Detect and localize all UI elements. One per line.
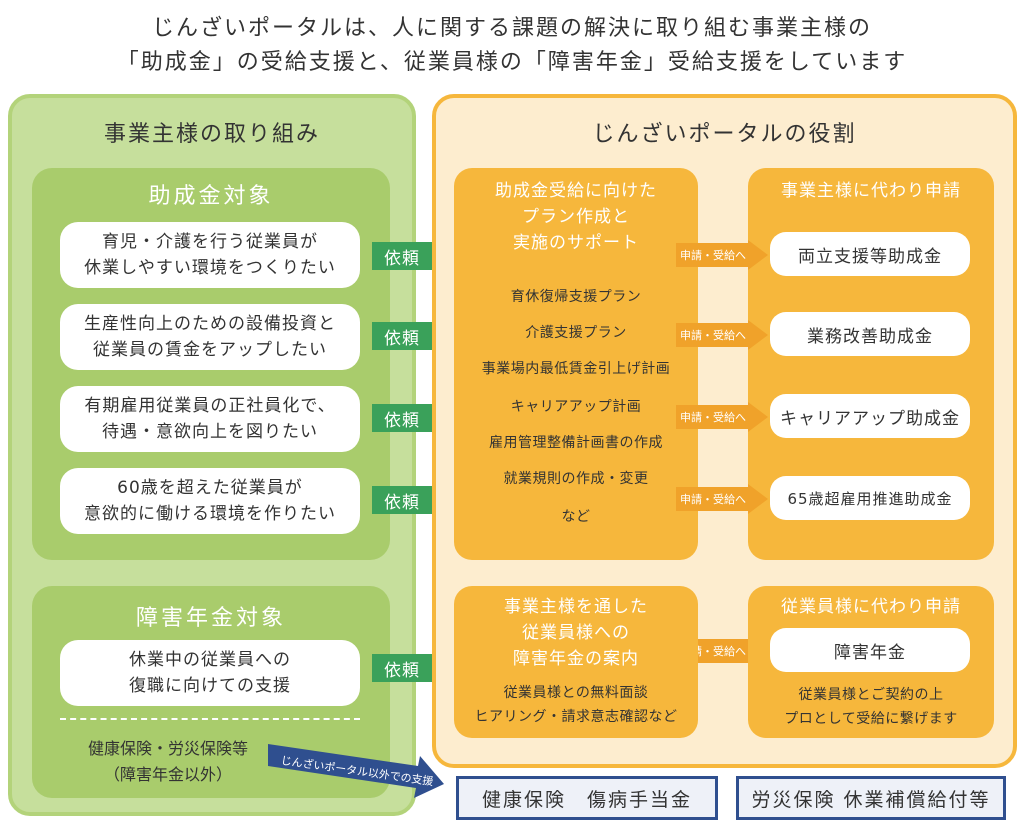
pension-item-return-to-work: 休業中の従業員への 復職に向けての支援 (60, 640, 360, 706)
employee-apply-sub: 従業員様とご契約の上 (798, 687, 944, 703)
request-label: 依頼 (384, 411, 420, 431)
apply-label: 申請・受給へ (680, 329, 746, 342)
item-line: 待遇・意欲向上を図りたい (102, 422, 318, 442)
plan-support-block: 助成金受給に向けた プラン作成と 実施のサポート 育休復帰支援プラン 介護支援プ… (454, 168, 698, 560)
plan-item: 介護支援プラン (525, 325, 627, 341)
labor-insurance-box: 労災保険 休業補償給付等 (736, 776, 1006, 820)
arrow-right-icon (676, 402, 768, 432)
apply-label: 申請・受給へ (680, 493, 746, 506)
item-line: 有期雇用従業員の正社員化で、 (84, 396, 336, 416)
plan-title-line: 実施のサポート (513, 233, 639, 253)
dashed-divider (60, 718, 360, 722)
plan-item: など (561, 509, 591, 525)
employer-efforts-title: 事業主様の取り組み (103, 122, 320, 147)
arrow-right-icon (676, 636, 768, 666)
request-label: 依頼 (384, 329, 420, 349)
arrow-right-icon (676, 320, 768, 350)
grant-career-up: キャリアアップ助成金 (770, 394, 970, 438)
item-line: 生産性向上のための設備投資と (84, 314, 336, 334)
subsidy-item-over-60: 60歳を超えた従業員が 意欲的に働ける環境を作りたい (60, 468, 360, 534)
item-line: 従業員の賃金をアップしたい (93, 340, 327, 360)
plan-item: 就業規則の作成・変更 (503, 471, 649, 487)
request-label: 依頼 (384, 249, 420, 269)
pension-guide-sub: 従業員様との無料面談 (503, 685, 649, 701)
apply-label: 申請・受給へ (680, 411, 746, 424)
arrow-right-icon (676, 240, 768, 270)
plan-item: 育休復帰支援プラン (510, 289, 642, 305)
pension-guide-title-line: 事業主様を通した (504, 597, 648, 617)
apply-arrow: 申請・受給へ (676, 240, 770, 270)
plan-item: キャリアアップ計画 (510, 399, 642, 415)
grant-ryoritsu: 両立支援等助成金 (770, 232, 970, 276)
employee-apply-title: 従業員様に代わり申請 (781, 597, 961, 617)
grant-gyomu-kaizen: 業務改善助成金 (770, 312, 970, 356)
health-insurance-box: 健康保険 傷病手当金 (456, 776, 718, 820)
pension-guide-block: 事業主様を通した 従業員様への 障害年金の案内 従業員様との無料面談 ヒアリング… (454, 586, 698, 738)
arrow-right-icon (268, 744, 444, 798)
request-label: 依頼 (384, 661, 420, 681)
plan-title-line: 助成金受給に向けた (495, 181, 657, 201)
item-line: 意欲的に働ける環境を作りたい (84, 504, 336, 524)
apply-arrow: 申請・受給へ (676, 320, 770, 350)
pension-guide-title-line: 障害年金の案内 (513, 649, 639, 669)
portal-role-title: じんざいポータルの役割 (592, 122, 857, 147)
item-line: 休業中の従業員への (129, 650, 291, 670)
disability-pension-pill: 障害年金 (770, 628, 970, 672)
item-line: 休業しやすい環境をつくりたい (84, 258, 336, 278)
request-label: 依頼 (384, 493, 420, 513)
arrow-right-icon (676, 484, 768, 514)
apply-arrow: 申請・受給へ (676, 484, 770, 514)
plan-item: 事業場内最低賃金引上げ計画 (481, 361, 671, 377)
pension-guide-sub: ヒアリング・請求意志確認など (474, 709, 678, 725)
plan-title-line: プラン作成と (522, 207, 630, 227)
item-line: 復職に向けての支援 (129, 676, 291, 696)
outside-support-arrow: じんざいポータル以外での支援 (268, 736, 448, 806)
plan-item: 雇用管理整備計画書の作成 (489, 435, 663, 451)
other-line: （障害年金以外） (103, 765, 232, 784)
other-line: 健康保険・労災保険等 (87, 739, 248, 758)
subsidy-item-productivity: 生産性向上のための設備投資と 従業員の賃金をアップしたい (60, 304, 360, 370)
subsidy-item-career-up: 有期雇用従業員の正社員化で、 待遇・意欲向上を図りたい (60, 386, 360, 452)
header-line-2: 「助成金」の受給支援と、従業員様の「障害年金」受給支援をしています (116, 50, 908, 75)
pension-guide-title-line: 従業員様への (522, 623, 630, 643)
subsidy-target-title: 助成金対象 (148, 184, 274, 209)
apply-label: 申請・受給へ (680, 249, 746, 262)
other-insurance-note: 健康保険・労災保険等 （障害年金以外） (48, 736, 288, 788)
grant-over-65: 65歳超雇用推進助成金 (770, 476, 970, 520)
pension-target-title: 障害年金対象 (135, 606, 286, 631)
employer-apply-title: 事業主様に代わり申請 (781, 181, 961, 201)
employee-apply-sub: プロとして受給に繋げます (784, 711, 958, 727)
subsidy-item-childcare: 育児・介護を行う従業員が 休業しやすい環境をつくりたい (60, 222, 360, 288)
item-line: 育児・介護を行う従業員が (102, 232, 318, 252)
item-line: 60歳を超えた従業員が (117, 478, 303, 498)
header-line-1: じんざいポータルは、人に関する課題の解決に取り組む事業主様の (151, 16, 872, 41)
apply-arrow: 申請・受給へ (676, 402, 770, 432)
